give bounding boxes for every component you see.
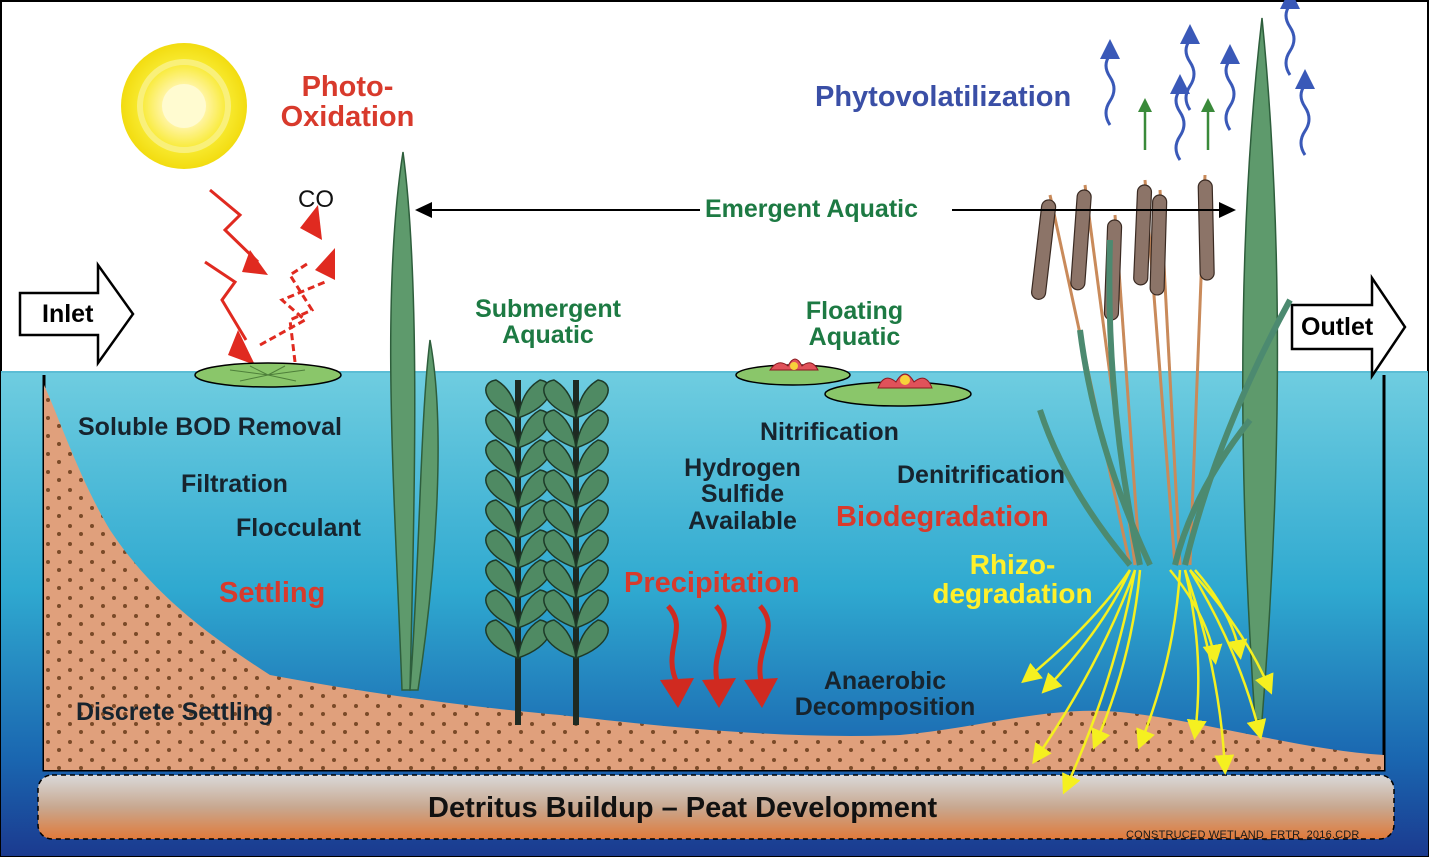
flocculant-label: Flocculant: [236, 514, 362, 542]
photo-oxidation-line1: Photo-: [301, 71, 394, 103]
anaerobic-line1: Anaerobic: [823, 667, 947, 695]
rhizo-line2: degradation: [932, 578, 1093, 610]
inlet-arrow-icon: [18, 261, 135, 367]
co-label: CO: [298, 186, 334, 213]
hydrogen-sulfide-label: Hydrogen Sulfide Available: [665, 455, 820, 534]
inlet-label: Inlet: [42, 300, 94, 328]
submergent-plant-icon: [515, 380, 579, 725]
denitrification-label: Denitrification: [897, 461, 1066, 489]
nitrification-label: Nitrification: [760, 418, 899, 446]
detritus-label: Detritus Buildup – Peat Development: [428, 792, 938, 824]
sediment-bed: [44, 385, 1384, 770]
phytovolatilization-label: Phytovolatilization: [815, 81, 1072, 113]
hydrogen-line1: Hydrogen: [684, 454, 801, 482]
outlet-label: Outlet: [1301, 313, 1374, 341]
lightning-arrow-icon: [204, 188, 326, 363]
soluble-bod-label: Soluble BOD Removal: [78, 413, 342, 441]
lily-pad-icon: [194, 362, 342, 388]
floating-line1: Floating: [805, 297, 904, 325]
vapor-arrow-icon: [1100, 0, 1315, 161]
emergent-aquatic-label: Emergent Aquatic: [705, 195, 919, 223]
water-lily-icon: [735, 358, 972, 407]
floating-aquatic-label: Floating Aquatic: [782, 298, 927, 351]
photo-oxidation-label: Photo- Oxidation: [280, 72, 415, 133]
sun-icon: [121, 43, 247, 169]
precipitation-arrows: [666, 604, 771, 687]
rhizo-line1: Rhizo-: [969, 549, 1056, 580]
hydrogen-line2: Sulfide: [700, 480, 785, 509]
peat-band: [37, 774, 1395, 840]
credit-label: CONSTRUCED WETLAND_FRTR_2016.CDR: [1126, 829, 1360, 841]
emergent-plant-icon: [389, 151, 439, 691]
anaerobic-decomposition-label: Anaerobic Decomposition: [775, 668, 995, 721]
filtration-label: Filtration: [181, 470, 288, 498]
outlet-arrow-icon: [1290, 273, 1407, 381]
floating-line2: Aquatic: [808, 323, 901, 352]
submergent-line2: Aquatic: [502, 321, 594, 350]
root-icon: [1021, 569, 1274, 795]
hydrogen-line3: Available: [688, 506, 797, 535]
discrete-settling-label: Discrete Settling: [76, 698, 274, 726]
anaerobic-line2: Decomposition: [794, 693, 976, 722]
photo-oxidation-line2: Oxidation: [280, 101, 415, 134]
submergent-aquatic-label: Submergent Aquatic: [458, 296, 638, 349]
precipitation-label: Precipitation: [624, 567, 800, 599]
rhizo-degradation-label: Rhizo- degradation: [915, 550, 1110, 609]
biodegradation-label: Biodegradation: [836, 501, 1049, 533]
submergent-line1: Submergent: [475, 295, 621, 323]
settling-label: Settling: [219, 577, 326, 609]
